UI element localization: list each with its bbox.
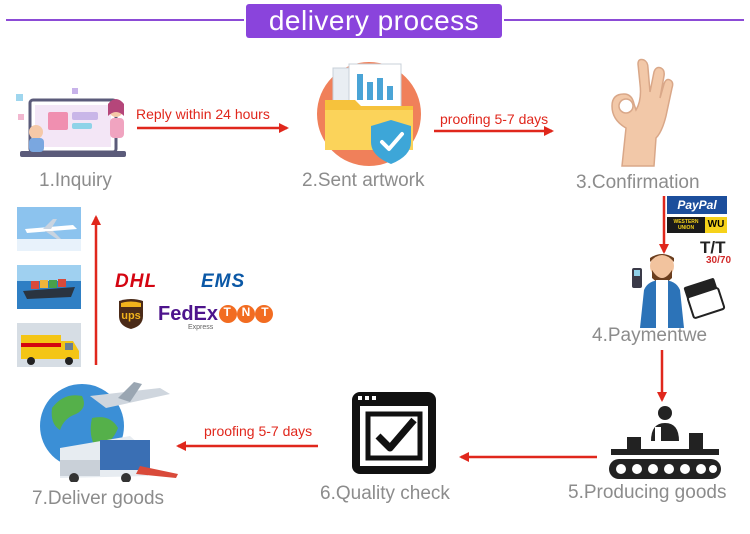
arrow-label-proofing-bottom: proofing 5-7 days: [204, 423, 313, 439]
ups-shield-icon: [119, 299, 143, 329]
step-label-deliver-goods: 7.Deliver goods: [32, 488, 165, 509]
step-label-inquiry: 1.Inquiry: [39, 170, 112, 191]
folder-shield-icon: [317, 62, 421, 166]
tt-ratio: 30/70: [706, 255, 732, 266]
header-banner: delivery process: [0, 0, 750, 40]
page-title: delivery process: [246, 4, 502, 38]
fedex-express-text: Express: [188, 324, 214, 331]
header-line-left: [6, 19, 244, 21]
step-label-paymentwe: 4.Paymentwe: [592, 325, 708, 346]
global-shipping-icon: [40, 382, 178, 482]
tnt-badge-icon: [219, 305, 273, 323]
step-label-quality-check: 6.Quality check: [320, 483, 450, 504]
arrow-label-reply: Reply within 24 hours: [136, 106, 270, 122]
wu-text: WU: [705, 217, 727, 233]
step-label-producing-goods: 5.Producing goods: [568, 482, 727, 503]
step-label-confirmation: 3.Confirmation: [576, 172, 700, 193]
payment-man-icon: [632, 254, 726, 328]
fedex-logo: FedEx: [158, 303, 219, 325]
western-union-text: WESTERN UNION: [673, 219, 699, 231]
step-label-sent-artwork: 2.Sent artwork: [302, 170, 425, 191]
tnt-letter: T: [223, 305, 231, 319]
tnt-letter: T: [261, 305, 269, 319]
delivery-truck-photo-icon: [17, 323, 81, 367]
arrow-label-proofing-top: proofing 5-7 days: [440, 111, 549, 127]
production-line-icon: [609, 406, 721, 479]
header-line-right: [504, 19, 744, 21]
dhl-logo: DHL: [115, 271, 158, 293]
airplane-photo-icon: [17, 207, 81, 251]
tt-label: T/T: [700, 238, 726, 257]
checkbox-icon: [352, 392, 436, 474]
paypal-logo: PayPal: [667, 196, 727, 214]
ems-logo: EMS: [201, 271, 246, 292]
ups-text: ups: [121, 310, 141, 322]
western-union-logo: WESTERN UNION WU: [667, 217, 727, 233]
cargo-ship-photo-icon: [17, 265, 81, 309]
ok-hand-icon: [611, 58, 674, 167]
inquiry-icon: [16, 88, 126, 157]
tnt-letter: N: [241, 305, 251, 319]
